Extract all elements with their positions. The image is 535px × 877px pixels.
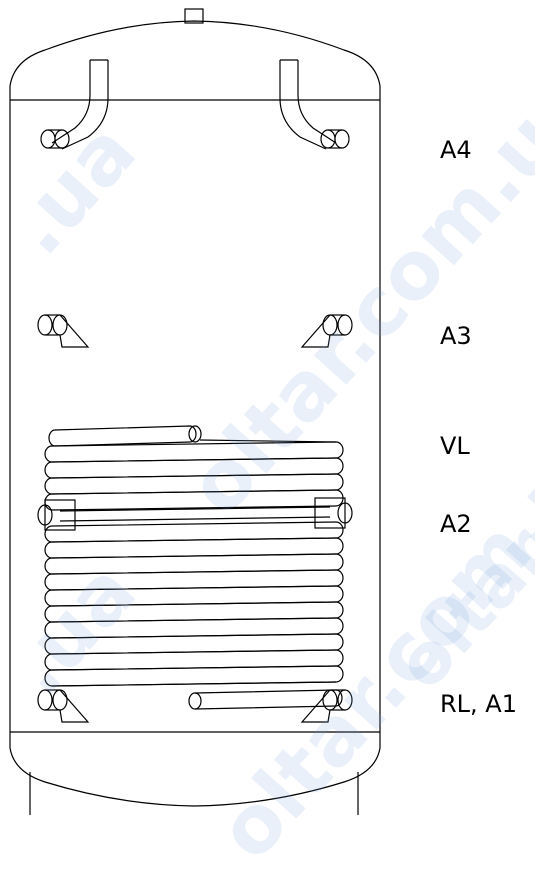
a3-left-connection [37, 314, 90, 348]
a4-right-pipe [279, 59, 350, 150]
top-nozzle [184, 8, 204, 24]
tank-drawing [9, 8, 381, 815]
label-a2: A2 [440, 510, 472, 538]
label-rl-a1: RL, A1 [440, 690, 517, 718]
label-a3: A3 [440, 322, 472, 350]
tank-diagram: oltar.com.ua oltar.com.ua .ua .ua oltar.… [0, 8, 535, 877]
a1-left-connection [37, 689, 90, 723]
top-dome [9, 20, 381, 100]
a4-left-pipe [40, 59, 109, 150]
label-vl: VL [440, 432, 470, 460]
heat-exchanger-coil [44, 425, 344, 710]
label-a4: A4 [440, 136, 472, 164]
a2-sensor-tube [37, 497, 353, 531]
a1-right-connection [300, 689, 353, 723]
bottom-dome [9, 732, 381, 807]
a3-right-connection [300, 314, 353, 348]
